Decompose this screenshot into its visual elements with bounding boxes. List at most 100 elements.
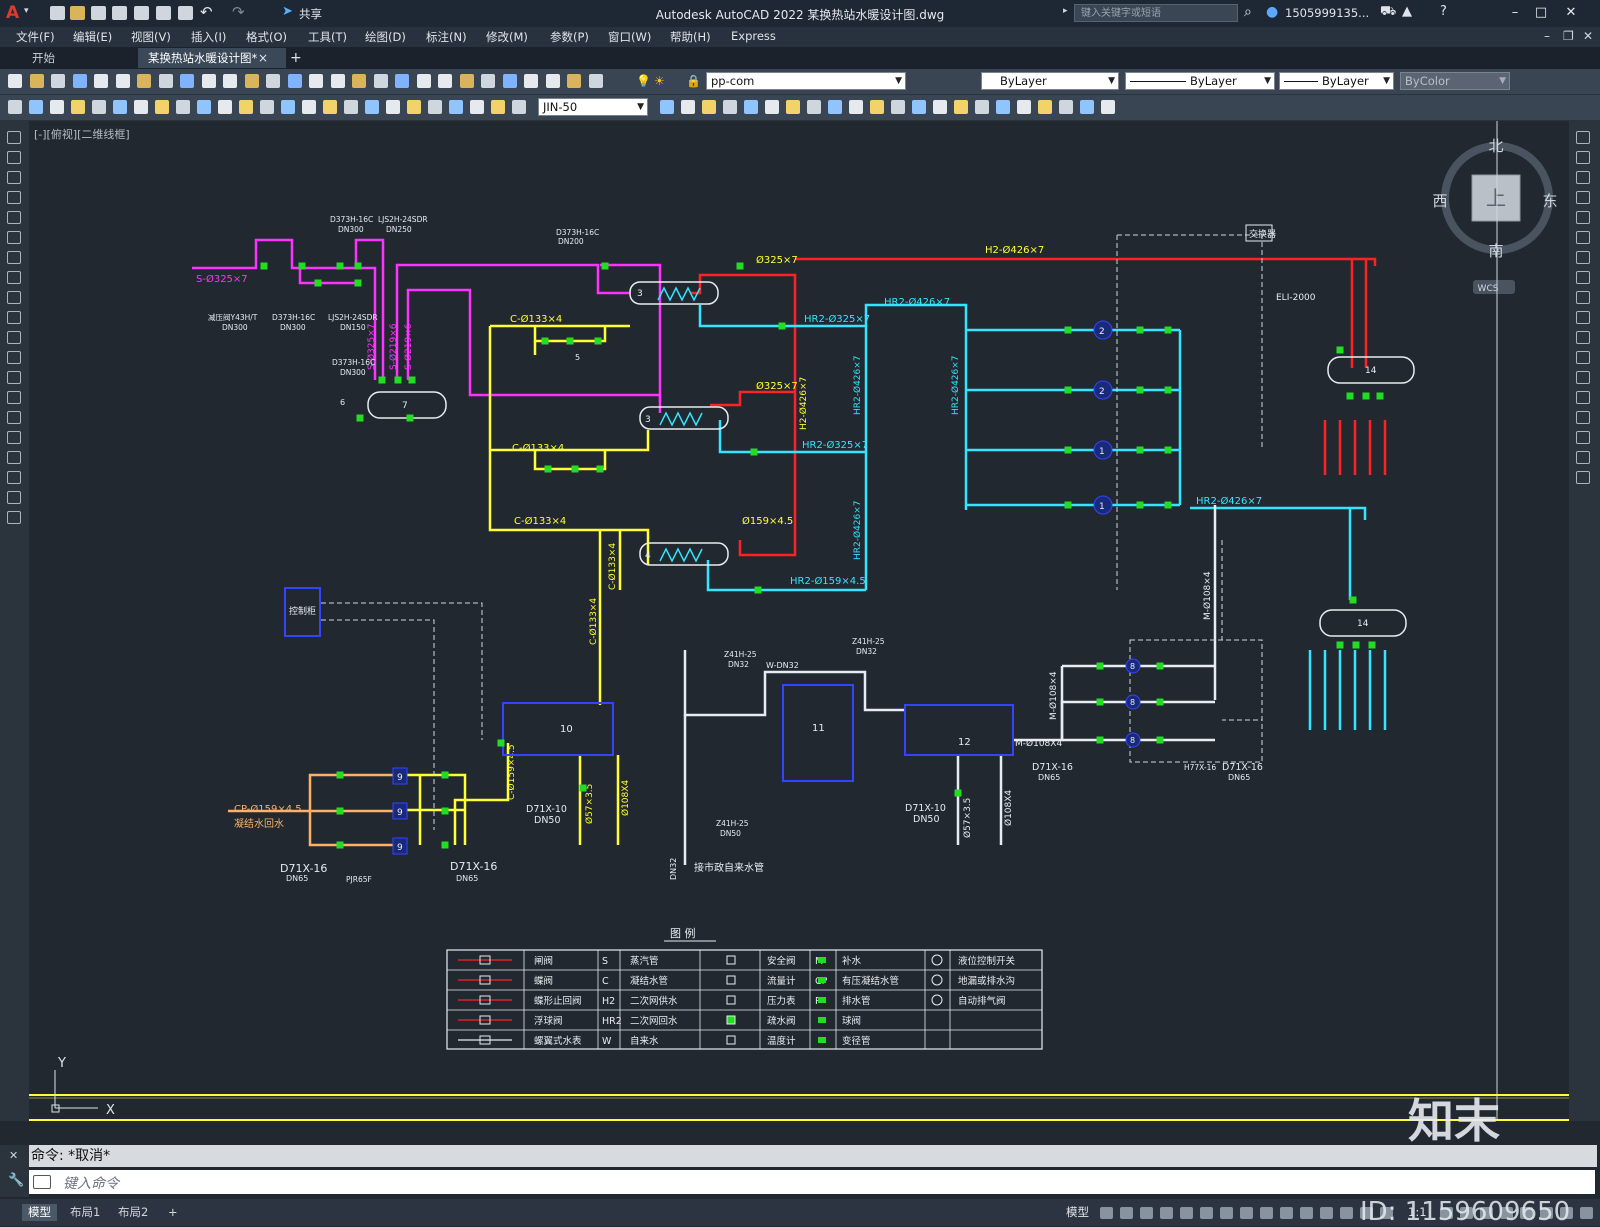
autodesk-app-icon[interactable]: ▲ (1402, 4, 1412, 19)
plot-icon[interactable] (178, 6, 193, 20)
modify-tool-icon[interactable] (1576, 191, 1590, 204)
help-search-input[interactable]: 键入关键字或短语 (1074, 4, 1238, 22)
draw-tool-icon[interactable] (7, 271, 21, 284)
tab-drawing[interactable]: 某换热站水暖设计图* (138, 48, 286, 68)
model-space-button[interactable]: 模型 (1066, 1205, 1089, 1219)
status-toggle-icon[interactable] (1300, 1207, 1313, 1219)
modify-tool-icon[interactable] (1576, 271, 1590, 284)
app-menu-arrow-icon[interactable]: ▾ (24, 6, 29, 16)
status-toggle-icon[interactable] (1360, 1207, 1373, 1219)
draw-tool-icon[interactable] (7, 491, 21, 504)
dimension-tool-icon[interactable] (239, 100, 253, 114)
menu-format[interactable]: 格式(O) (246, 30, 288, 44)
share-icon[interactable]: ➤ (282, 4, 293, 19)
status-toggle-icon[interactable] (1100, 1207, 1113, 1219)
dimension-tool-icon[interactable] (828, 100, 842, 114)
user-icon[interactable]: ● (1266, 4, 1279, 20)
toolbar-tool-icon[interactable] (51, 74, 65, 88)
dimension-tool-icon[interactable] (512, 100, 526, 114)
toolbar-tool-icon[interactable] (481, 74, 495, 88)
dimension-tool-icon[interactable] (449, 100, 463, 114)
draw-tool-icon[interactable] (7, 131, 21, 144)
command-close-icon[interactable]: ✕ (9, 1149, 19, 1162)
doc-minimize-button[interactable]: – (1544, 29, 1550, 43)
toolbar-tool-icon[interactable] (438, 74, 452, 88)
status-toggle-icon[interactable] (1160, 1207, 1173, 1219)
dimension-tool-icon[interactable] (723, 100, 737, 114)
menu-file[interactable]: 文件(F) (16, 30, 55, 44)
modify-tool-icon[interactable] (1576, 371, 1590, 384)
toolbar-tool-icon[interactable] (223, 74, 237, 88)
dimension-tool-icon[interactable] (891, 100, 905, 114)
tab-close-icon[interactable]: × (258, 51, 269, 65)
menu-edit[interactable]: 编辑(E) (73, 30, 113, 44)
draw-tool-icon[interactable] (7, 311, 21, 324)
draw-tool-icon[interactable] (7, 471, 21, 484)
lineweight-dropdown[interactable]: ByLayer▼ (1279, 72, 1394, 90)
toolbar-tool-icon[interactable] (116, 74, 130, 88)
dimension-tool-icon[interactable] (912, 100, 926, 114)
status-toggle-icon[interactable] (1480, 1207, 1493, 1219)
dimension-tool-icon[interactable] (702, 100, 716, 114)
layout-tab-1[interactable]: 布局1 (70, 1205, 101, 1219)
status-toggle-icon[interactable] (1200, 1207, 1213, 1219)
toolbar-tool-icon[interactable] (180, 74, 194, 88)
dimension-tool-icon[interactable] (1038, 100, 1052, 114)
dimension-tool-icon[interactable] (344, 100, 358, 114)
color-dropdown[interactable]: ByLayer▼ (981, 72, 1119, 90)
layout-tab-2[interactable]: 布局2 (118, 1205, 149, 1219)
toolbar-tool-icon[interactable] (288, 74, 302, 88)
command-wrench-icon[interactable]: 🔧 (8, 1173, 25, 1188)
draw-tool-icon[interactable] (7, 191, 21, 204)
autocad-logo-icon[interactable]: A (6, 3, 20, 23)
save-as-icon[interactable] (112, 6, 127, 20)
menu-modify[interactable]: 修改(M) (486, 30, 528, 44)
dimension-tool-icon[interactable] (197, 100, 211, 114)
layer-lock-icon[interactable]: 🔒 (686, 74, 701, 88)
draw-tool-icon[interactable] (7, 171, 21, 184)
redo-icon[interactable]: ↷ (232, 3, 245, 21)
dimension-tool-icon[interactable] (954, 100, 968, 114)
toolbar-tool-icon[interactable] (202, 74, 216, 88)
toolbar-tool-icon[interactable] (309, 74, 323, 88)
toolbar-tool-icon[interactable] (73, 74, 87, 88)
annotation-scale[interactable]: 1:1 (1408, 1205, 1427, 1219)
command-prompt-icon[interactable] (33, 1175, 51, 1189)
toolbar-tool-icon[interactable] (331, 74, 345, 88)
toolbar-tool-icon[interactable] (503, 74, 517, 88)
toolbar-tool-icon[interactable] (589, 74, 603, 88)
command-handle[interactable]: ✕ 🔧 (0, 1145, 29, 1197)
dimension-tool-icon[interactable] (365, 100, 379, 114)
toolbar-tool-icon[interactable] (30, 74, 44, 88)
modify-tool-icon[interactable] (1576, 231, 1590, 244)
status-toggle-icon[interactable] (1120, 1207, 1133, 1219)
close-window-button[interactable]: ✕ (1565, 5, 1577, 20)
dimension-tool-icon[interactable] (1080, 100, 1094, 114)
menu-parametric[interactable]: 参数(P) (550, 30, 589, 44)
toolbar-tool-icon[interactable] (352, 74, 366, 88)
draw-tool-icon[interactable] (7, 251, 21, 264)
toolbar-tool-icon[interactable] (567, 74, 581, 88)
add-layout-button[interactable]: + (168, 1205, 178, 1219)
status-toggle-icon[interactable] (1220, 1207, 1233, 1219)
search-icon[interactable]: ⌕ (1244, 4, 1252, 20)
status-toggle-icon[interactable] (1520, 1207, 1533, 1219)
menu-help[interactable]: 帮助(H) (670, 30, 711, 44)
share-button[interactable]: 共享 (299, 7, 322, 21)
modify-tool-icon[interactable] (1576, 131, 1590, 144)
cart-icon[interactable]: ⛟ (1380, 4, 1397, 19)
dimension-tool-icon[interactable] (849, 100, 863, 114)
draw-tool-icon[interactable] (7, 431, 21, 444)
dimension-tool-icon[interactable] (155, 100, 169, 114)
toolbar-tool-icon[interactable] (546, 74, 560, 88)
dimension-tool-icon[interactable] (218, 100, 232, 114)
menu-draw[interactable]: 绘图(D) (365, 30, 406, 44)
modify-tool-icon[interactable] (1576, 251, 1590, 264)
menu-window[interactable]: 窗口(W) (608, 30, 652, 44)
modify-tool-icon[interactable] (1576, 331, 1590, 344)
linetype-dropdown[interactable]: ByLayer▼ (1125, 72, 1275, 90)
user-name[interactable]: 1505999135... (1285, 6, 1370, 20)
toolbar-tool-icon[interactable] (8, 74, 22, 88)
toolbar-tool-icon[interactable] (245, 74, 259, 88)
save-web-icon[interactable] (156, 6, 171, 20)
